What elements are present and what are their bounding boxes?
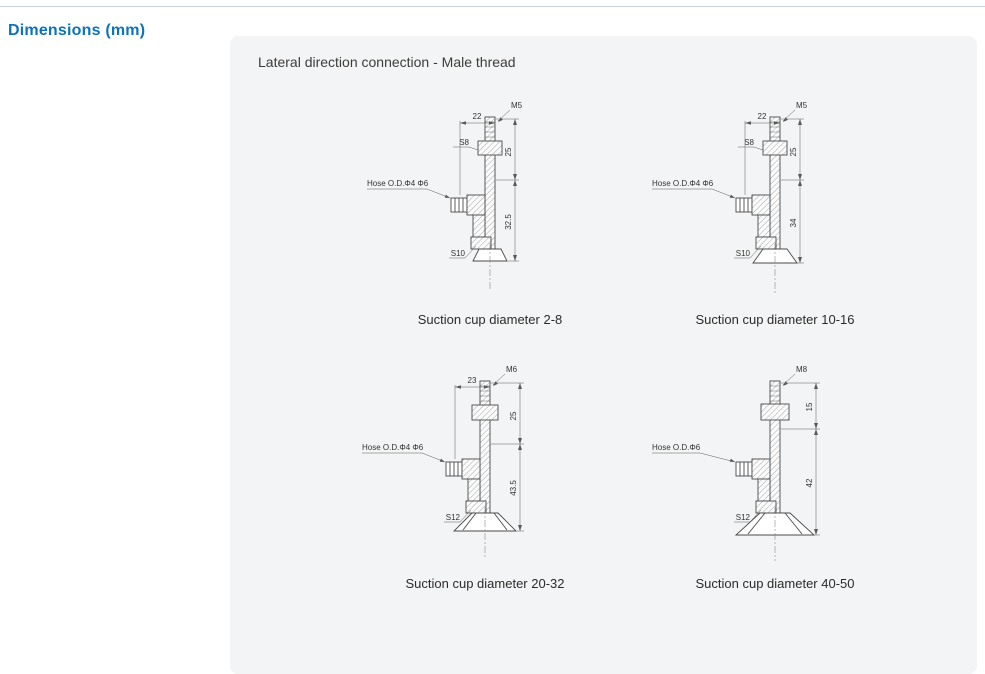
lower-dim-label: 32.5 — [504, 214, 513, 230]
upper-dim-label: 15 — [805, 402, 814, 411]
thread-label: M5 — [796, 101, 808, 110]
fitting-nut — [751, 458, 771, 480]
lower-dim-label: 42 — [805, 478, 814, 487]
lower-nut — [755, 236, 777, 250]
diagram-40-50: M8 15 42 Hose O.D.Φ6 S12 Suction cup dia… — [650, 359, 900, 591]
upper-dim-label: 25 — [504, 147, 513, 156]
top-nut — [762, 140, 788, 156]
section-title: Dimensions (mm) — [8, 22, 146, 39]
top-width-label: 22 — [758, 112, 767, 121]
hose-label: Hose O.D.Φ4 Φ6 — [362, 443, 424, 452]
upper-dim-label: 25 — [789, 147, 798, 156]
dimension-lines — [362, 373, 524, 532]
top-width-label: 23 — [468, 376, 477, 385]
lower-nut — [755, 500, 777, 514]
body-size-label: S12 — [446, 513, 461, 522]
diagram-caption: Suction cup diameter 20-32 — [405, 576, 565, 591]
fitting-nut — [466, 194, 486, 216]
lower-nut — [470, 236, 492, 250]
body-size-label: S12 — [736, 513, 751, 522]
dimension-arrows — [444, 117, 517, 261]
suction-cup — [472, 248, 508, 262]
dimension-arrows — [439, 381, 522, 531]
technical-drawing-20-32: 23 M6 25 43.5 Hose O.D.Φ4 Φ6 S12 — [362, 365, 524, 559]
dimension-labels: M8 15 42 Hose O.D.Φ6 S12 — [652, 365, 814, 522]
fitting-nut — [461, 458, 481, 480]
nut-size-label: S8 — [459, 138, 469, 147]
lower-dim-label: 43.5 — [509, 480, 518, 496]
dimension-lines — [652, 373, 820, 536]
dimension-arrows — [729, 381, 818, 535]
part-geometry — [450, 116, 508, 262]
lower-nut — [465, 500, 487, 514]
diagram-10-16: 22 M5 S8 25 34 Hose O.D.Φ4 Φ6 S10 Suctio… — [650, 95, 900, 327]
top-width-label: 22 — [473, 112, 482, 121]
part-geometry — [445, 380, 518, 532]
dimension-labels: 22 M5 S8 25 32.5 Hose O.D.Φ4 Φ6 S10 — [367, 101, 523, 258]
thread-label: M8 — [796, 365, 808, 374]
technical-drawing-10-16: 22 M5 S8 25 34 Hose O.D.Φ4 Φ6 S10 — [652, 101, 808, 293]
dimension-labels: 22 M5 S8 25 34 Hose O.D.Φ4 Φ6 S10 — [652, 101, 808, 258]
diagram-caption: Suction cup diameter 40-50 — [695, 576, 855, 591]
hose-label: Hose O.D.Φ6 — [652, 443, 701, 452]
diagram-2-8: 22 M5 S8 25 32.5 Hose O.D.Φ4 Φ6 S10 Suct… — [365, 95, 615, 327]
top-nut — [760, 403, 790, 421]
nut-size-label: S8 — [744, 138, 754, 147]
diagram-20-32: 23 M6 25 43.5 Hose O.D.Φ4 Φ6 S12 Suction… — [360, 359, 610, 591]
top-divider — [0, 6, 985, 7]
body-block — [472, 214, 486, 238]
body-block — [757, 214, 771, 238]
top-nut — [477, 140, 503, 156]
body-size-label: S10 — [451, 249, 466, 258]
body-block — [467, 478, 481, 502]
dimensions-panel: Lateral direction connection - Male thre… — [230, 36, 977, 674]
thread-label: M6 — [506, 365, 518, 374]
diagram-caption: Suction cup diameter 2-8 — [417, 312, 563, 327]
lower-dim-label: 34 — [789, 218, 798, 227]
hose-label: Hose O.D.Φ4 Φ6 — [367, 179, 429, 188]
diagram-caption: Suction cup diameter 10-16 — [695, 312, 855, 327]
upper-dim-label: 25 — [509, 411, 518, 420]
technical-drawing-40-50: M8 15 42 Hose O.D.Φ6 S12 — [652, 365, 820, 561]
dimension-arrows — [729, 117, 802, 263]
technical-drawing-2-8: 22 M5 S8 25 32.5 Hose O.D.Φ4 Φ6 S10 — [367, 101, 523, 291]
top-nut — [471, 404, 499, 421]
thread-label: M5 — [511, 101, 523, 110]
hose-label: Hose O.D.Φ4 Φ6 — [652, 179, 714, 188]
body-block — [757, 478, 771, 502]
dimension-labels: 23 M6 25 43.5 Hose O.D.Φ4 Φ6 S12 — [362, 365, 518, 522]
panel-title: Lateral direction connection - Male thre… — [258, 54, 516, 70]
body-size-label: S10 — [736, 249, 751, 258]
fitting-nut — [751, 194, 771, 216]
